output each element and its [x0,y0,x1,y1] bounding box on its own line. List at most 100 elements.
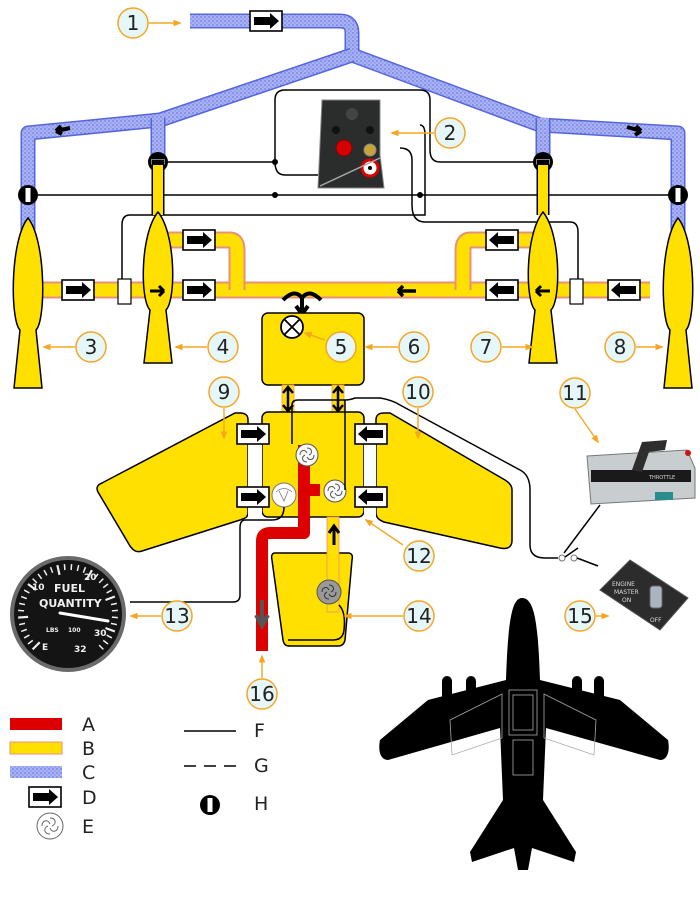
check-valve-icon [182,279,216,301]
flow-arrow-icon [626,124,643,137]
gauge-ticks [18,564,118,651]
switch-on-label: ON [622,597,631,604]
callout-number: 4 [217,335,230,359]
legend-label-c: C [82,762,95,784]
gauge-tick [18,602,26,606]
right-wing-tank [375,412,513,550]
legend-label-b: B [82,738,95,760]
gauge-tick [105,626,116,633]
aircraft-silhouette-icon [379,598,669,870]
callout-10: 10 [402,376,434,408]
callout-14: 14 [403,600,435,632]
gauge-tick [27,639,34,645]
fuel-pump-icon [316,579,342,605]
fuel-quantity-transmitter [271,482,297,508]
check-valve-arrow-icon [28,786,62,808]
pressure-switch [569,278,584,305]
control-line-junctions [272,159,423,198]
callout-number: 6 [408,335,421,359]
gauge-scale-label-32: 32 [74,645,87,655]
legend-label-a: A [82,714,95,736]
fuel-pump-icon [323,479,347,503]
switch-contact [570,554,578,562]
gauge-tick [98,644,104,650]
gauge-tick [20,595,28,600]
gauge-tick [110,622,118,626]
switch-wiring [563,504,601,567]
forward-fuel-tank [261,312,365,386]
legend-label-e: E [82,816,94,838]
gauge-scale-label-10: 10 [32,583,45,593]
switch-contact [558,554,566,562]
fuel-pump-icon [36,812,64,840]
callout-1: 1 [117,7,149,39]
flow-arrow-icon [327,523,341,545]
switch-label-line1: ENGINE [612,581,635,588]
inter-tank-connections [281,384,345,414]
legend-label-g: G [254,755,269,777]
callout-16: 16 [246,678,278,710]
gauge-tick [110,602,118,606]
gauge-tick [18,622,26,626]
pump-control-lines [130,397,558,641]
callout-2: 2 [434,117,466,149]
callout-number: 12 [406,544,431,568]
gauge-title-line2: QUANTITY [39,597,103,610]
gauge-tick [49,566,54,574]
fuel-quantity-gauge: FUEL QUANTITY LBS 100 E 10 20 30 32 [10,556,126,672]
callout-number: 16 [249,682,274,706]
gauge-tick [106,634,113,639]
gauge-multiplier: 100 [68,627,81,634]
flow-arrow-icon [396,284,416,298]
check-valve-icon [607,279,641,301]
check-valve-icon [354,423,388,445]
check-valve-icon [485,229,519,251]
control-lines [28,89,678,285]
check-valve-icon [61,279,95,301]
callout-11: 11 [559,377,591,409]
gauge-tick [98,578,104,584]
gauge-tick [37,573,43,580]
gauge-tick [43,569,48,576]
left-wing-tank [96,412,249,553]
gauge-tick [56,564,61,576]
merge-arrow-icon [281,291,323,318]
callout-number: 3 [85,335,98,359]
callout-number: 7 [480,335,493,359]
flow-arrow-icon [534,284,550,298]
cockpit-control-panel [317,99,385,189]
callout-4: 4 [207,331,239,363]
drop-tank-7 [527,210,559,364]
callout-number: 15 [567,604,592,628]
switch-label-line2: MASTER [614,589,639,596]
switch-off-label: OFF [650,617,662,624]
callout-15: 15 [564,600,596,632]
throttle-quadrant: THROTTLE [586,440,696,505]
drop-tank-3 [12,216,44,389]
fuel-pump-icon [295,443,319,467]
gauge-tick [106,589,113,594]
gauge-tick [105,595,116,602]
gauge-units: LBS [46,627,59,634]
drop-tank-8 [662,216,694,389]
pressure-switch [117,278,132,305]
check-valve-icon [182,229,216,251]
callout-7: 7 [470,331,502,363]
callout-6: 6 [398,331,430,363]
drop-tank-4 [142,210,174,364]
gauge-tick [32,578,38,584]
throttle-label: THROTTLE [648,475,675,481]
flow-arrow-icon [254,600,270,631]
check-valve-icon [485,279,519,301]
gauge-tick [76,564,80,572]
gauge-tick [86,569,93,580]
gauge-tick [93,573,99,580]
shutoff-valve-icon [668,185,688,205]
flow-arrow-icon [54,124,71,136]
callout-number: 10 [405,380,430,404]
gauge-tick [102,639,109,645]
callout-number: 14 [406,604,431,628]
legend-swatch-blue-air-line [10,766,62,778]
gauge-tick [27,583,37,591]
